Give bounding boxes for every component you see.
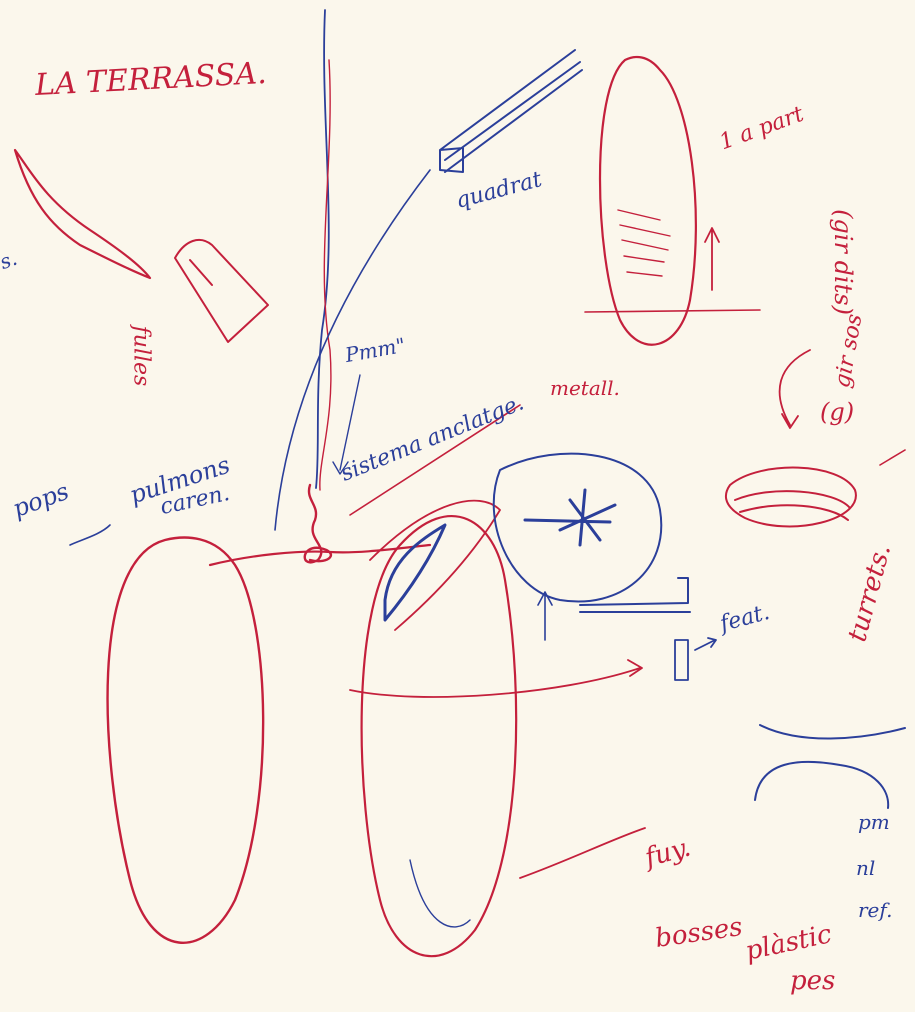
nl-label: nl	[856, 858, 875, 878]
detail-arrow	[538, 592, 552, 640]
left-leaf	[108, 538, 264, 943]
detail-circle	[494, 454, 662, 602]
ref-label: ref.	[858, 900, 892, 920]
suspension-wire-blue	[316, 10, 329, 488]
detail-star	[525, 490, 615, 545]
blue-arc-2	[755, 762, 888, 808]
pes-label: pes	[790, 968, 835, 994]
gir-dits-label: (gir dits)	[831, 209, 855, 315]
up-arrow	[705, 228, 719, 290]
top-leaf	[600, 57, 696, 345]
blue-arc-1	[760, 725, 905, 739]
top-leaf-hatch	[618, 210, 670, 276]
fulles-label: fulles	[129, 326, 151, 387]
cone-shape	[175, 240, 268, 342]
gir-circle-label: (g)	[820, 400, 854, 424]
sweep-arrow	[350, 660, 642, 697]
quadrat-bar	[440, 50, 582, 172]
bud-scribble	[385, 525, 445, 620]
left-dash	[70, 525, 110, 545]
metall-label: metall.	[550, 378, 620, 398]
right-leaf-inner	[410, 860, 470, 927]
top-leaf-base	[585, 310, 760, 312]
right-leaf	[362, 516, 517, 956]
pm-label: pm	[858, 812, 890, 832]
small-rect	[675, 638, 716, 680]
turning-arrow	[780, 350, 810, 428]
turret-rings	[726, 468, 856, 527]
left-stick	[15, 150, 150, 278]
fuy-arrow	[520, 828, 645, 878]
turret-slash	[880, 450, 905, 465]
